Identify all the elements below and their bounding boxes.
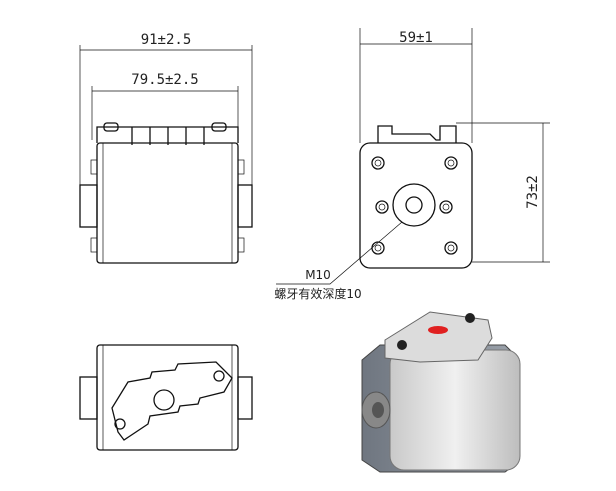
side-view: [359, 125, 473, 269]
dim-73: 73±2: [525, 175, 541, 209]
dimension-overall-width: 91±2.5: [79, 32, 253, 185]
dim-91: 91±2.5: [141, 32, 192, 48]
thread-depth-label: 螺牙有效深度10: [274, 286, 361, 301]
dimension-side-width: 59±1: [359, 28, 473, 143]
thread-label: M10: [305, 268, 331, 282]
indicator-icon: [428, 326, 448, 334]
mounting-holes: [371, 156, 458, 255]
front-view: [79, 122, 253, 264]
dim-59: 59±1: [399, 30, 433, 46]
thread-callout: M10 螺牙有效深度10: [274, 221, 403, 301]
dimension-inner-width: 79.5±2.5: [91, 72, 239, 143]
bottom-view: [79, 344, 253, 451]
dim-79-5: 79.5±2.5: [131, 72, 198, 88]
isometric-view: [361, 311, 521, 473]
dimension-height: 73±2: [456, 122, 550, 263]
